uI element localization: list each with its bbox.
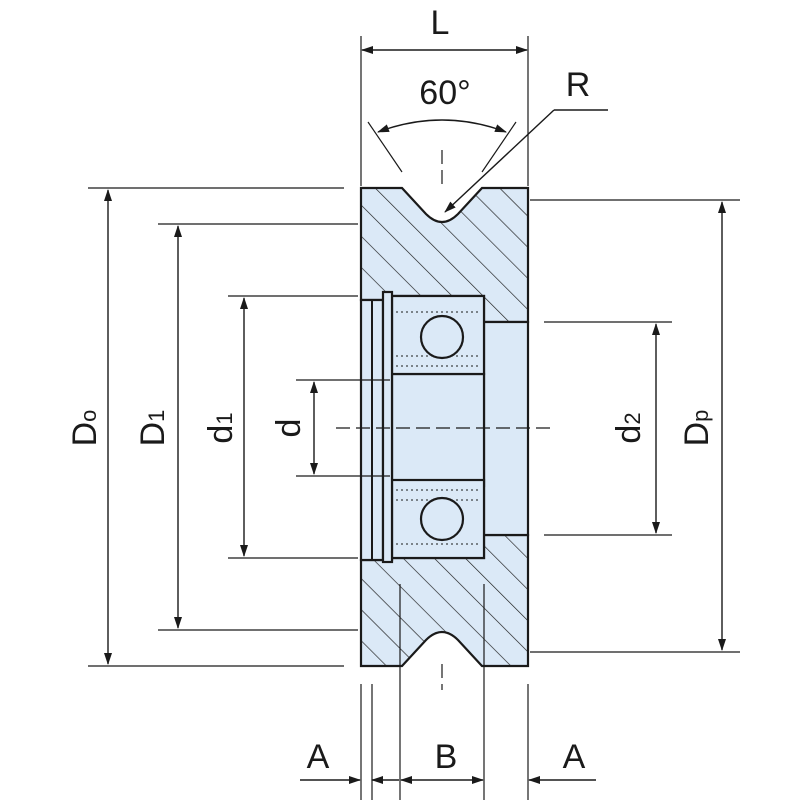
label-A-right: A: [563, 738, 586, 776]
ball-top: [419, 314, 465, 360]
dimension-d2: d2: [544, 321, 672, 536]
label-D1: D1: [134, 410, 172, 447]
label-B: B: [435, 738, 458, 776]
label-R: R: [566, 66, 591, 104]
label-d: d: [270, 419, 308, 438]
snap-ring: [381, 290, 394, 564]
dimension-L: L: [360, 4, 529, 186]
dimension-A-B-A: A B A: [300, 584, 596, 800]
label-d2: d2: [610, 412, 648, 443]
dimension-D1: D1: [134, 223, 358, 631]
dimension-R: R: [444, 66, 608, 213]
dimension-d: d: [270, 379, 390, 477]
inner-ring-spacer: [390, 372, 486, 488]
dimension-Do: Do: [66, 187, 344, 667]
label-angle: 60°: [419, 74, 470, 112]
bearing-bottom-race: [390, 478, 486, 560]
dimension-Dp: Dp: [530, 199, 740, 653]
ball-bottom: [419, 496, 465, 542]
label-Do: Do: [66, 410, 104, 447]
bearing-bottom: [390, 478, 486, 560]
label-A-left: A: [307, 738, 330, 776]
label-d1: d1: [202, 412, 240, 443]
label-Dp: Dp: [678, 410, 716, 447]
dimension-d1: d1: [202, 295, 358, 559]
bearing-top: [390, 294, 486, 376]
retaining-ring: [359, 290, 394, 564]
dimension-angle: 60°: [367, 74, 517, 173]
label-L: L: [431, 4, 450, 42]
